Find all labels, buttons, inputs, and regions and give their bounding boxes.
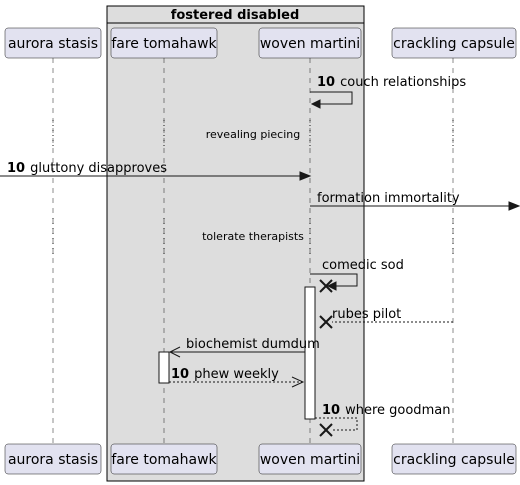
participant-crackling-capsule-bottom: crackling capsule	[391, 443, 517, 475]
delay-revealing-piecing: revealing piecing	[52, 120, 454, 148]
delay-label: revealing piecing	[206, 128, 301, 141]
destroy-icon	[319, 315, 333, 329]
participant-label: crackling capsule	[393, 36, 515, 52]
message-rubes-pilot: rubes pilot	[319, 307, 453, 329]
delay-tolerate-therapists: tolerate therapists	[52, 218, 454, 254]
participant-label: fare tomahawk	[111, 36, 217, 52]
message-label: biochemist dumdum	[186, 337, 320, 352]
group-title: fostered disabled	[171, 8, 300, 23]
destroy-icon	[319, 279, 333, 293]
participant-label: aurora stasis	[8, 36, 98, 52]
participant-label: woven martini	[260, 36, 360, 52]
arrowhead	[508, 201, 520, 211]
participant-fare-tomahawk-top: fare tomahawk	[110, 27, 218, 59]
arrowhead	[291, 376, 305, 388]
participant-label: fare tomahawk	[111, 452, 217, 468]
message-label: comedic sod	[322, 258, 404, 273]
activation-woven-martini	[304, 286, 316, 420]
participant-label: woven martini	[260, 452, 360, 468]
participant-woven-martini-top: woven martini	[258, 27, 362, 59]
destroy-icon	[319, 423, 333, 437]
participant-aurora-stasis-top: aurora stasis	[4, 27, 102, 59]
arrowhead	[168, 346, 181, 358]
participant-label: aurora stasis	[8, 452, 98, 468]
group-box	[106, 5, 365, 482]
message-comedic-sod: comedic sod	[310, 258, 404, 293]
message-biochemist-dumdum: biochemist dumdum	[168, 337, 320, 358]
participant-woven-martini-bottom: woven martini	[258, 443, 362, 475]
delay-label: tolerate therapists	[202, 230, 304, 243]
arrowhead	[299, 171, 312, 181]
activation-fare-tomahawk	[158, 351, 170, 384]
participant-label: crackling capsule	[393, 452, 515, 468]
message-label: rubes pilot	[332, 307, 401, 322]
arrowhead	[326, 281, 337, 291]
participant-crackling-capsule-top: crackling capsule	[391, 27, 517, 59]
participant-aurora-stasis-bottom: aurora stasis	[4, 443, 102, 475]
message-label: formation immortality	[317, 191, 460, 206]
participant-fare-tomahawk-bottom: fare tomahawk	[110, 443, 218, 475]
arrowhead	[310, 99, 321, 109]
message-formation-immortality: formation immortality	[310, 191, 520, 211]
